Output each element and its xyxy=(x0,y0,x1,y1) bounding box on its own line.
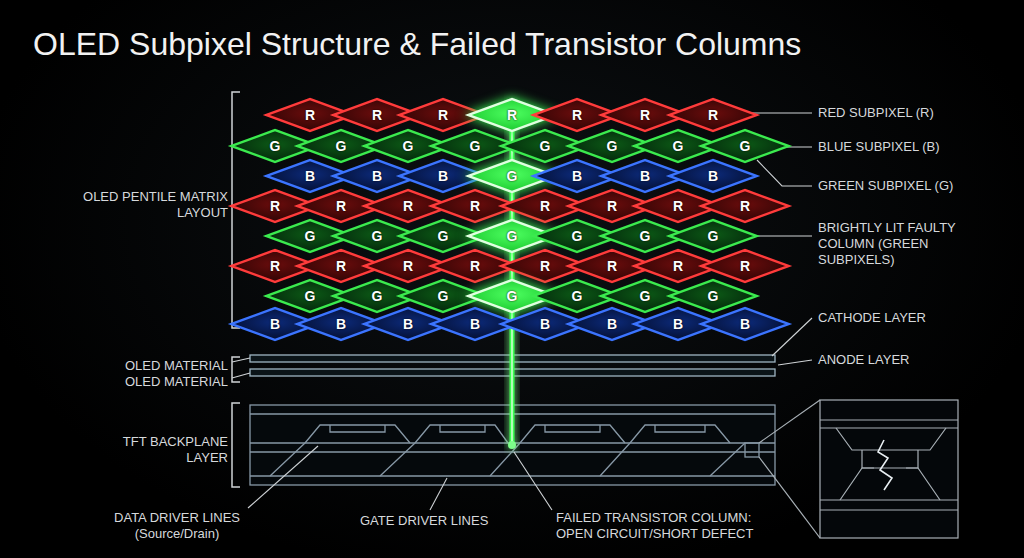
subpixel-diamond: G xyxy=(699,129,791,163)
subpixel-diamond: B xyxy=(699,307,791,341)
leader-line xyxy=(232,113,812,510)
callout-label: OLED MATERIAL xyxy=(60,358,228,374)
callout-label: BLUE SUBPIXEL (B) xyxy=(818,139,1008,155)
subpixel-diamond: R xyxy=(699,189,791,223)
subpixel-diamond: R xyxy=(667,98,759,132)
callout-label: TFT BACKPLANE LAYER xyxy=(90,434,228,466)
callout-label: OLED PENTILE MATRIX LAYOUT xyxy=(70,189,228,221)
title: OLED Subpixel Structure & Failed Transis… xyxy=(33,25,801,63)
subpixel-diamond: B xyxy=(667,159,759,193)
subpixel-diamond: G xyxy=(667,219,759,253)
callout-label: GATE DRIVER LINES xyxy=(360,513,520,529)
callout-label: OLED MATERIAL xyxy=(60,374,228,390)
subpixel-letter: B xyxy=(667,159,759,193)
callout-label: ANODE LAYER xyxy=(818,352,1008,368)
subpixel-letter: R xyxy=(699,249,791,283)
callout-label: FAILED TRANSISTOR COLUMN: OPEN CIRCUIT/S… xyxy=(556,510,791,542)
subpixel-letter: G xyxy=(699,129,791,163)
callout-label: CATHODE LAYER xyxy=(818,310,1008,326)
subpixel-letter: R xyxy=(667,98,759,132)
bracket xyxy=(232,92,240,487)
subpixel-letter: R xyxy=(699,189,791,223)
callout-label: RED SUBPIXEL (R) xyxy=(818,105,1008,121)
subpixel-diamond: R xyxy=(699,249,791,283)
subpixel-letter: G xyxy=(667,219,759,253)
faulty-column-glow xyxy=(508,100,516,449)
callout-label: DATA DRIVER LINES (Source/Drain) xyxy=(92,510,262,542)
defect-inset xyxy=(759,400,958,538)
callout-label: BRIGHTLY LIT FAULTY COLUMN (GREEN SUBPIX… xyxy=(818,220,968,268)
subpixel-letter: B xyxy=(699,307,791,341)
callout-label: GREEN SUBPIXEL (G) xyxy=(818,178,1008,194)
